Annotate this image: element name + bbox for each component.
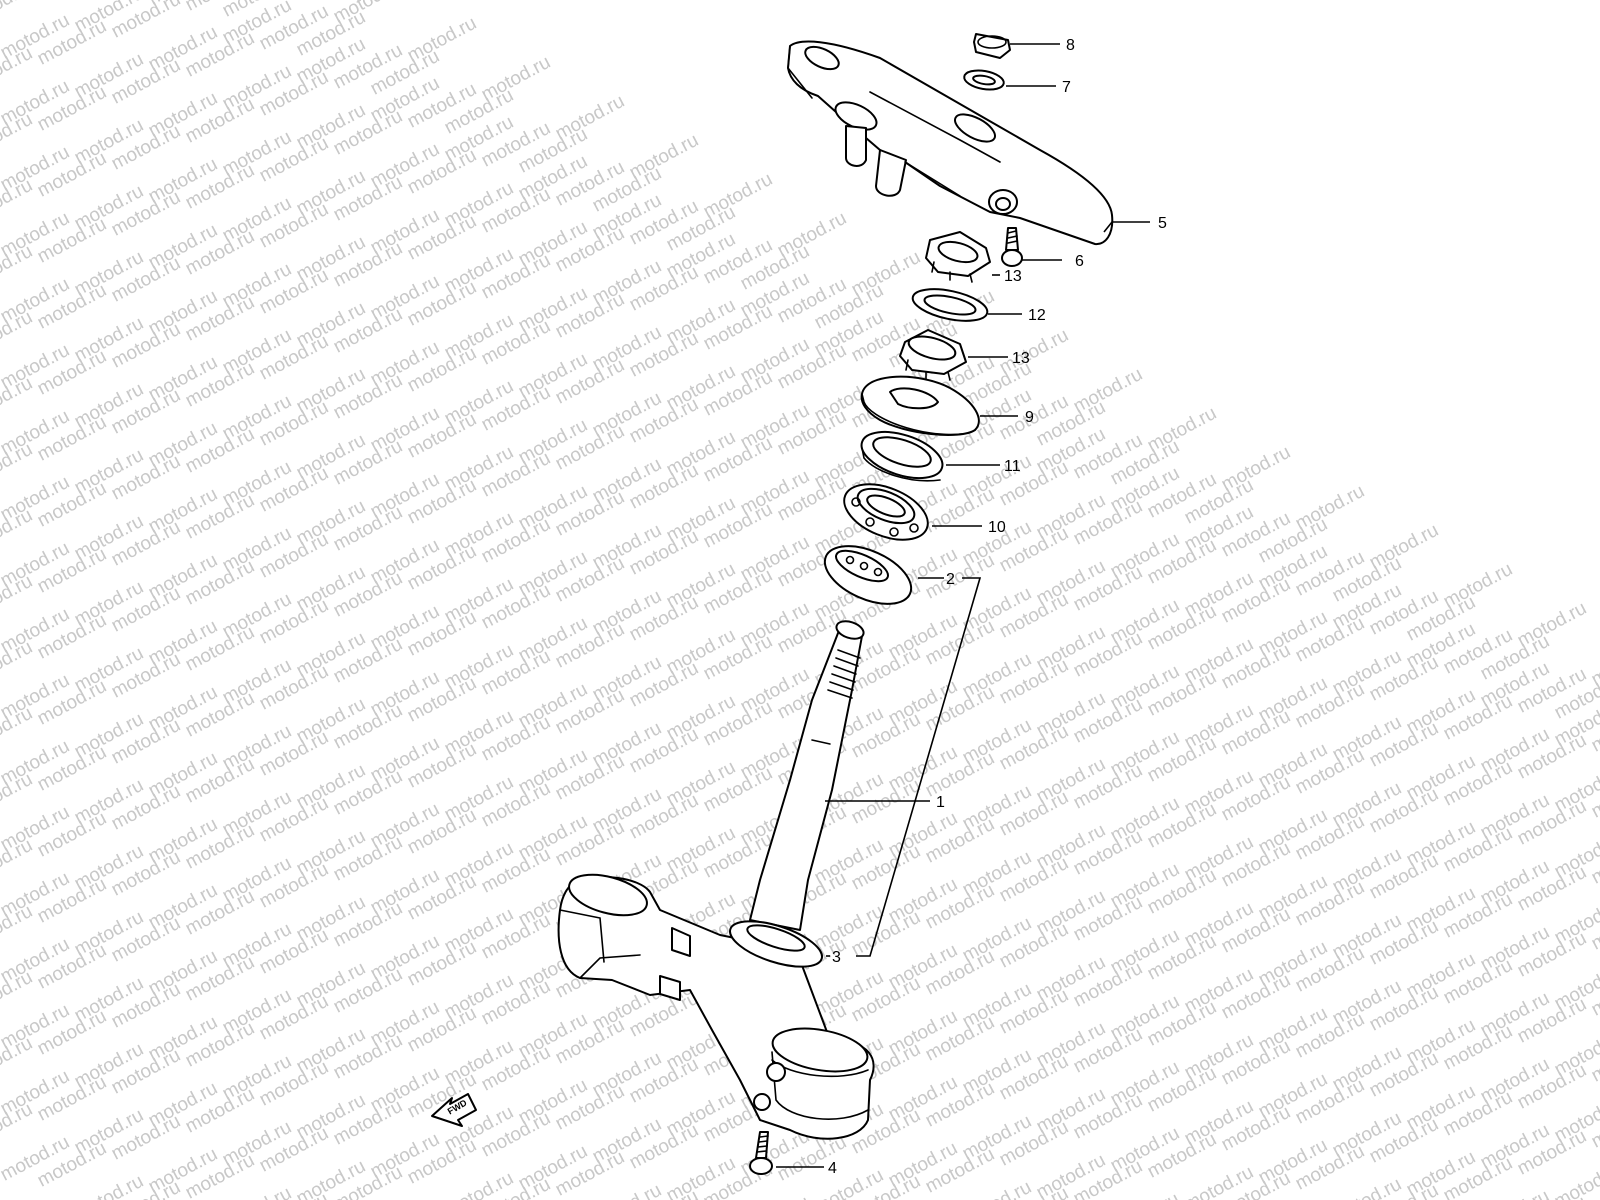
washer (963, 69, 1005, 91)
callout-labels: 1 2 3 4 5 6 7 8 9 10 11 12 13 13 (828, 37, 1167, 1177)
callout-12: 12 (1028, 307, 1046, 324)
bearing (843, 483, 929, 541)
callout-1: 1 (936, 794, 945, 811)
upper-bracket (787, 40, 1114, 246)
lower-bracket-bolt (749, 1131, 773, 1175)
callout-13-upper: 13 (1004, 268, 1022, 285)
lower-race (823, 545, 913, 605)
callout-9: 9 (1025, 409, 1034, 426)
fwd-badge: FWD (431, 1093, 477, 1127)
cover (860, 375, 980, 436)
upper-race (860, 430, 944, 482)
callout-4: 4 (828, 1160, 837, 1177)
dust-seal (729, 920, 823, 968)
lower-bracket (557, 873, 875, 1140)
callout-10: 10 (988, 519, 1006, 536)
upper-bracket-bolt (1001, 227, 1023, 267)
callout-5: 5 (1158, 215, 1167, 232)
callout-3: 3 (832, 949, 841, 966)
callout-13-lower: 13 (1012, 350, 1030, 367)
lock-washer (911, 288, 989, 322)
callout-7: 7 (1062, 79, 1071, 96)
upper-stem-nut (925, 231, 991, 283)
stem-head-nut (973, 33, 1011, 59)
callout-2: 2 (946, 571, 955, 588)
callout-6: 6 (1075, 253, 1084, 270)
leader-lines (776, 43, 1150, 1168)
callout-8: 8 (1066, 37, 1075, 54)
callout-11: 11 (1004, 458, 1021, 475)
steering-stem (749, 620, 865, 931)
lower-stem-nut (899, 329, 967, 381)
